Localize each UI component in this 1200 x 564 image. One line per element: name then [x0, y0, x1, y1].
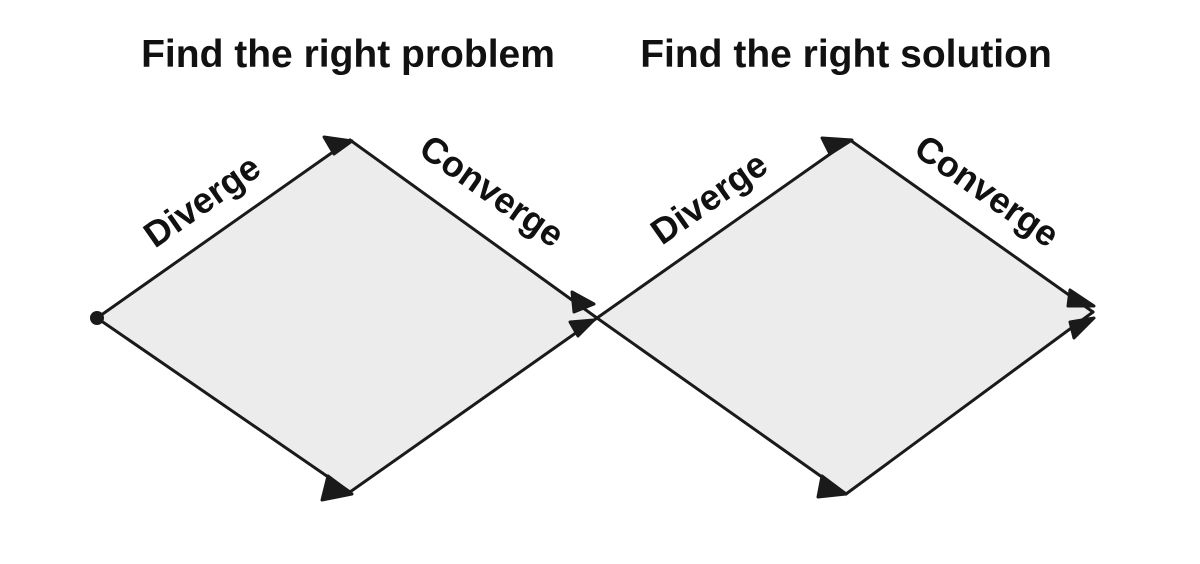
heading-find-right-problem: Find the right problem: [141, 33, 555, 76]
arrowhead-problem-bottom: [320, 474, 354, 502]
arrowhead-solution-top: [820, 136, 854, 156]
diamond-problem-edge-top-right: [348, 138, 599, 320]
diamond-solution-edge-top-right: [848, 138, 1095, 314]
diamond-solution-edge-top-left: [595, 138, 852, 320]
diamond-problem: Diverge Converge: [90, 126, 599, 502]
arrowhead-solution-bottom: [816, 474, 848, 499]
diamond-solution: Diverge Converge: [595, 126, 1096, 499]
start-dot: [90, 311, 104, 325]
diamond-problem-edge-bottom-right: [348, 316, 599, 494]
diamond-problem-edge-bottom-left: [95, 316, 352, 494]
heading-find-right-solution: Find the right solution: [640, 33, 1052, 76]
arrowhead-solution-converge-bottom: [1068, 316, 1096, 340]
arrowhead-solution-converge-top: [1066, 288, 1096, 308]
diamond-problem-edge-top-left: [95, 138, 352, 320]
diamond-solution-edge-bottom-right: [844, 310, 1095, 496]
diamond-solution-edge-bottom-left: [595, 316, 848, 496]
arrowhead-problem-converge-bottom: [568, 318, 596, 338]
arrowhead-problem-converge-top: [570, 290, 596, 314]
arrowhead-problem-top: [322, 135, 354, 156]
